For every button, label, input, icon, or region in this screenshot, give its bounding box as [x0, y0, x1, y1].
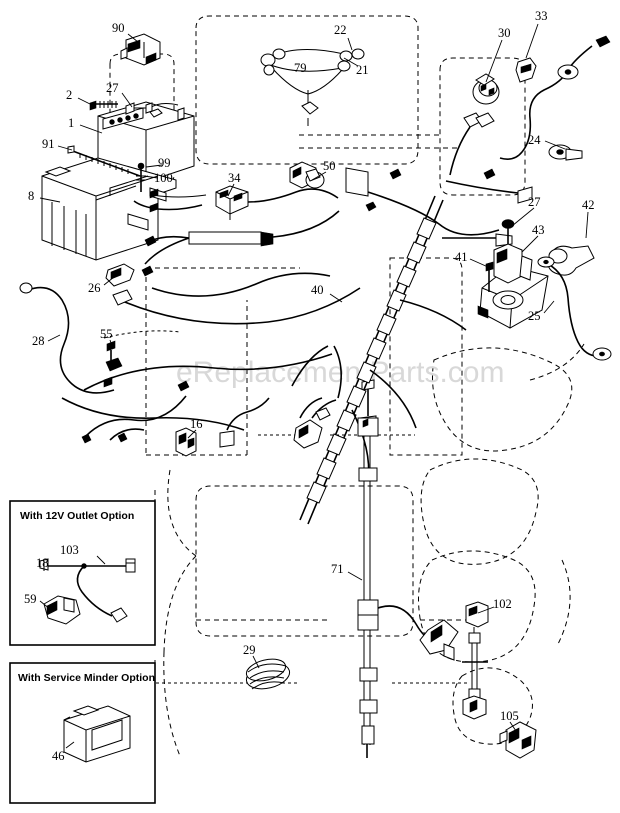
svg-text:55: 55	[100, 327, 113, 341]
part-clamp-27	[125, 102, 153, 115]
svg-text:42: 42	[582, 198, 595, 212]
callout-8: 8	[28, 189, 61, 203]
svg-text:22: 22	[334, 23, 347, 37]
svg-text:8: 8	[28, 189, 34, 203]
svg-text:41: 41	[455, 250, 468, 264]
svg-text:79: 79	[294, 61, 307, 75]
svg-text:71: 71	[331, 562, 344, 576]
svg-text:25: 25	[528, 309, 541, 323]
svg-text:34: 34	[228, 171, 241, 185]
callout-90: 90	[112, 21, 139, 43]
part-seat-harness-22	[260, 48, 365, 126]
part-connector-50	[289, 161, 325, 189]
part-nut-99-washer-100	[136, 162, 146, 192]
part-boot-42	[547, 245, 595, 276]
svg-text:26: 26	[88, 281, 101, 295]
callout-18: 18	[36, 556, 49, 570]
part-bolt-2	[89, 100, 118, 111]
callout-55: 55	[100, 327, 113, 347]
svg-text:102: 102	[493, 597, 512, 611]
part-screw-41	[485, 261, 494, 292]
svg-text:2: 2	[66, 88, 72, 102]
part-clip-26	[105, 263, 135, 287]
part-ground-cable-24	[499, 35, 611, 161]
callout-103: 103	[60, 543, 79, 557]
callout-labels: 90 22 33 30 79 21 2 27 1 24 91 99 100 8 …	[28, 9, 595, 735]
svg-text:16: 16	[190, 417, 203, 431]
callout-40: 40	[311, 283, 343, 303]
callout-29: 29	[243, 643, 260, 669]
callout-105: 105	[500, 709, 519, 735]
callout-46: 46	[52, 749, 65, 763]
callout-41: 41	[455, 250, 489, 268]
callout-43: 43	[521, 223, 545, 253]
callout-2: 2	[66, 88, 91, 105]
part-pto-switch-43	[477, 219, 549, 329]
svg-text:105: 105	[500, 709, 519, 723]
callout-42: 42	[582, 198, 595, 239]
svg-text:28: 28	[32, 334, 45, 348]
part-relay-90	[120, 33, 161, 66]
part-battery-1	[97, 101, 195, 183]
svg-text:43: 43	[532, 223, 545, 237]
svg-text:30: 30	[498, 26, 511, 40]
svg-text:24: 24	[528, 133, 541, 147]
outlet-socket-59: 59	[24, 592, 81, 625]
svg-text:27: 27	[106, 81, 119, 95]
option-box-title-service: With Service Minder Option	[18, 672, 155, 684]
callout-26: 26	[88, 276, 115, 295]
callout-16: 16	[187, 417, 203, 439]
callout-100: 100	[143, 171, 173, 185]
callout-27-pto: 27	[511, 195, 541, 227]
callout-21: 21	[343, 57, 369, 77]
callout-27-battery: 27	[106, 81, 133, 108]
option-box-12v-outlet: With 12V Outlet Option 103 18 59	[9, 500, 156, 646]
part-coiled-wire-29	[245, 658, 291, 690]
svg-text:90: 90	[112, 21, 125, 35]
svg-text:40: 40	[311, 283, 324, 297]
callout-28: 28	[32, 334, 61, 348]
callout-91: 91	[42, 137, 73, 151]
svg-text:21: 21	[356, 63, 369, 77]
callout-25: 25	[528, 300, 555, 323]
part-sensor-lead-102	[462, 601, 489, 720]
callout-102: 102	[477, 597, 512, 614]
option-box-title-12v: With 12V Outlet Option	[20, 510, 134, 522]
part-switch-cover-33	[515, 57, 537, 83]
callout-99: 99	[145, 156, 171, 170]
callout-22: 22	[334, 23, 353, 51]
service-minder-46: 46	[52, 705, 131, 763]
part-fuse-holder-34	[215, 185, 249, 220]
callout-33: 33	[525, 9, 548, 59]
part-long-cable-71	[357, 417, 459, 758]
svg-text:99: 99	[158, 156, 171, 170]
svg-text:27: 27	[528, 195, 541, 209]
svg-text:1: 1	[68, 116, 74, 130]
callout-71: 71	[331, 562, 363, 581]
part-main-harness-40	[299, 195, 467, 525]
callout-30: 30	[485, 26, 511, 83]
svg-text:33: 33	[535, 9, 548, 23]
callout-1: 1	[68, 116, 103, 134]
part-ignition-switch-30	[472, 73, 500, 105]
callout-79: 79	[294, 61, 307, 75]
callout-34: 34	[227, 171, 241, 197]
part-cable-25	[537, 256, 612, 361]
svg-text:100: 100	[154, 171, 173, 185]
callout-24: 24	[528, 133, 566, 150]
callout-50: 50	[311, 159, 336, 181]
svg-text:91: 91	[42, 137, 55, 151]
part-connector-105	[499, 721, 537, 759]
harness-wires	[19, 112, 533, 457]
callout-59: 59	[24, 592, 37, 606]
outlet-harness-103: 103 18	[36, 543, 136, 623]
svg-text:50: 50	[323, 159, 336, 173]
svg-text:29: 29	[243, 643, 256, 657]
option-box-service-minder: With Service Minder Option 46	[9, 662, 156, 804]
